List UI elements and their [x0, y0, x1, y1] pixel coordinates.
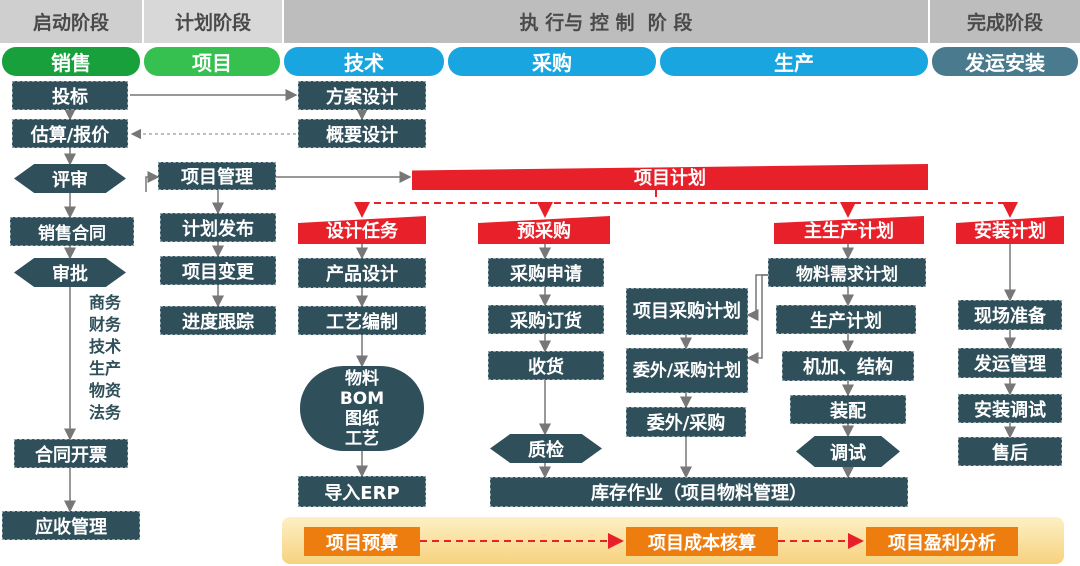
sales-approval: 审批 [14, 258, 126, 287]
outsource-purchase: 委外/采购 [626, 407, 746, 437]
outsource-purchase-plan: 委外/采购计划 [626, 348, 748, 393]
phase-startup: 启动阶段 [0, 0, 142, 43]
sales-contract: 销售合同 [10, 217, 134, 246]
production-debug: 调试 [796, 436, 900, 467]
project-tracking: 进度跟踪 [160, 306, 276, 335]
purchase-order: 采购订货 [488, 305, 604, 334]
dept-tech: 技术 [284, 47, 444, 76]
dept-shipping: 发运安装 [932, 47, 1078, 76]
install-site-prep: 现场准备 [958, 300, 1062, 330]
install-after-sales: 售后 [958, 437, 1062, 466]
inventory-bar: 库存作业（项目物料管理） [490, 477, 908, 507]
phase-planning: 计划阶段 [144, 0, 282, 43]
finance-profit: 项目盈利分析 [866, 527, 1018, 556]
dept-production: 生产 [660, 47, 928, 76]
finance-cost: 项目成本核算 [626, 527, 778, 556]
sales-invoice: 合同开票 [14, 439, 128, 468]
install-plan: 安装计划 [956, 216, 1064, 244]
tech-scheme: 方案设计 [298, 81, 426, 110]
sales-receivable: 应收管理 [2, 511, 140, 540]
tech-process: 工艺编制 [298, 306, 426, 335]
production-assembly: 装配 [790, 395, 906, 424]
sales-review: 评审 [14, 164, 126, 193]
production-mrp: 物料需求计划 [768, 258, 926, 287]
finance-budget: 项目预算 [304, 527, 420, 556]
approval-items: 商务 财务 技术 生产 物资 法务 [88, 293, 121, 422]
production-plan: 生产计划 [776, 305, 916, 334]
proj-purchase-plan: 项目采购计划 [626, 288, 748, 335]
sales-bid: 投标 [12, 81, 128, 110]
sales-estimate: 估算/报价 [12, 119, 128, 148]
tech-product-design: 产品设计 [298, 258, 426, 288]
dept-project: 项目 [144, 47, 280, 76]
project-mgmt: 项目管理 [158, 162, 276, 190]
install-shipping: 发运管理 [958, 348, 1062, 378]
project-change: 项目变更 [160, 256, 276, 285]
tech-doc-items: 物料 BOM 图纸 工艺 [300, 366, 424, 451]
install-debug: 安装调试 [958, 394, 1062, 423]
tech-outline: 概要设计 [298, 119, 426, 148]
purchase-request: 采购申请 [488, 258, 604, 287]
purchase-receive: 收货 [488, 351, 604, 380]
project-plan-release: 计划发布 [160, 213, 276, 242]
phase-completion: 完成阶段 [930, 0, 1080, 43]
production-machining: 机加、结构 [782, 351, 914, 381]
purchase-qc: 质检 [490, 434, 602, 463]
dept-sales: 销售 [2, 47, 140, 76]
phase-execution: 执 行与 控 制 阶 段 [284, 0, 928, 43]
dept-purchase: 采购 [448, 47, 656, 76]
tech-import-erp: 导入ERP [298, 476, 426, 507]
